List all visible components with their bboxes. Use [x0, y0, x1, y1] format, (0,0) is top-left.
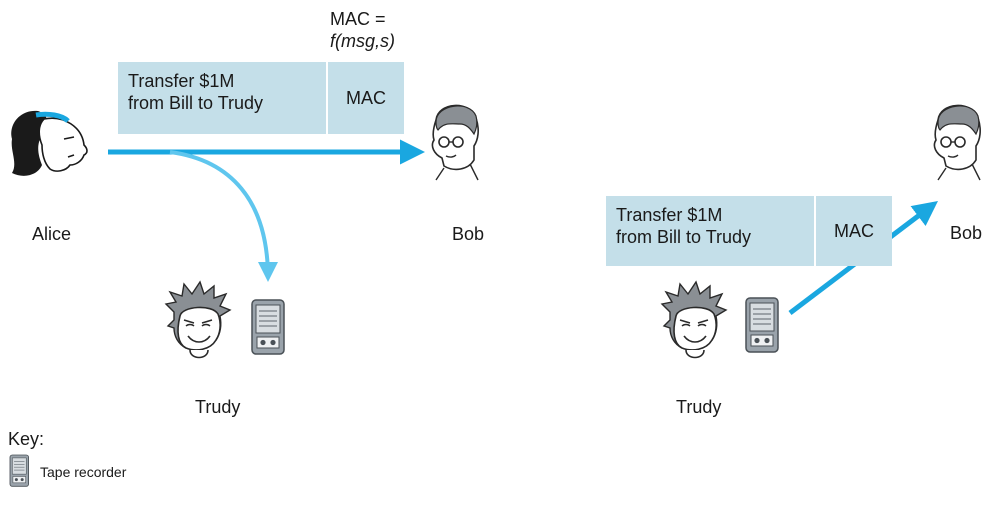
message-box-right: Transfer $1M from Bill to Trudy MAC: [606, 196, 892, 266]
key-title: Key:: [8, 429, 45, 449]
mac-formula-func: f: [330, 31, 336, 51]
trudy-label-right: Trudy: [676, 397, 722, 417]
message-line1: Transfer $1M: [128, 71, 235, 91]
message-line2: from Bill to Trudy: [128, 93, 264, 113]
mac-field: MAC: [346, 87, 386, 108]
trudy-icon-right: [661, 281, 727, 359]
message-line1-right: Transfer $1M: [616, 205, 723, 225]
message-box: Transfer $1M from Bill to Trudy MAC: [118, 62, 404, 134]
bob-icon-right: [933, 104, 981, 181]
tape-recorder-icon: [251, 299, 285, 355]
message-text: Transfer $1M from Bill to Trudy: [118, 62, 326, 134]
tape-recorder-icon-right: [745, 297, 779, 353]
message-divider-right: [814, 196, 816, 266]
key-recorder-label: Tape recorder: [40, 464, 127, 480]
key-tape-recorder-icon: [9, 454, 29, 487]
mac-formula-args: (msg,s): [335, 31, 396, 51]
message-text-right: Transfer $1M from Bill to Trudy: [606, 196, 814, 266]
mac-formula: MAC = f(msg,s): [330, 8, 395, 52]
mac-formula-label: MAC =: [330, 9, 386, 29]
mac-field-right: MAC: [834, 220, 874, 241]
message-line2-right: from Bill to Trudy: [616, 227, 752, 247]
bob-icon: [431, 104, 479, 181]
bob-label-right: Bob: [950, 223, 983, 243]
alice-label: Alice: [32, 224, 72, 244]
trudy-label: Trudy: [195, 397, 241, 417]
mac-formula-expression: f(msg,s): [330, 30, 395, 52]
trudy-icon: [165, 281, 231, 359]
message-divider: [326, 62, 328, 134]
bob-label: Bob: [452, 224, 485, 244]
tap-arrow: [169, 150, 278, 282]
alice-icon: [11, 110, 88, 176]
